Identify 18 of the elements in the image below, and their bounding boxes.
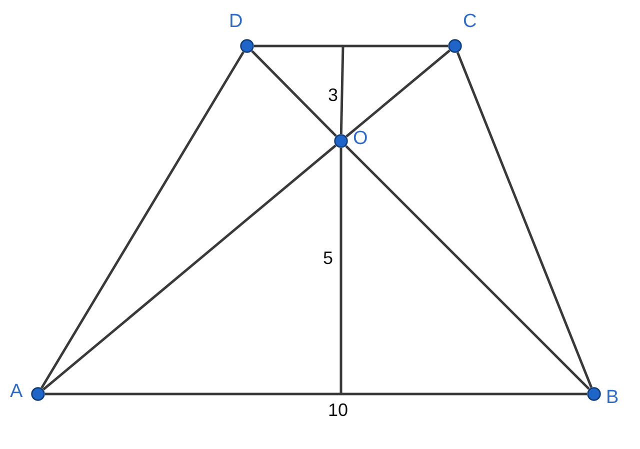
edge-label: 3: [328, 85, 338, 105]
line-segment: [251, 50, 337, 137]
point-label: O: [353, 129, 368, 149]
line-segment: [345, 145, 590, 390]
line-segment: [346, 50, 450, 138]
line-segment: [45, 392, 587, 396]
line-segment: [340, 148, 342, 394]
point-label: D: [229, 12, 243, 32]
line-segment: [40, 51, 244, 389]
point-label: B: [606, 388, 619, 408]
edge-label: 10: [328, 400, 348, 420]
line-segment: [456, 52, 593, 388]
line-segment: [42, 144, 336, 390]
point-label: A: [10, 382, 23, 402]
line-segment: [254, 44, 448, 48]
point-label: C: [463, 12, 477, 32]
line-segment: [340, 46, 344, 134]
edge-label: 5: [323, 248, 333, 268]
